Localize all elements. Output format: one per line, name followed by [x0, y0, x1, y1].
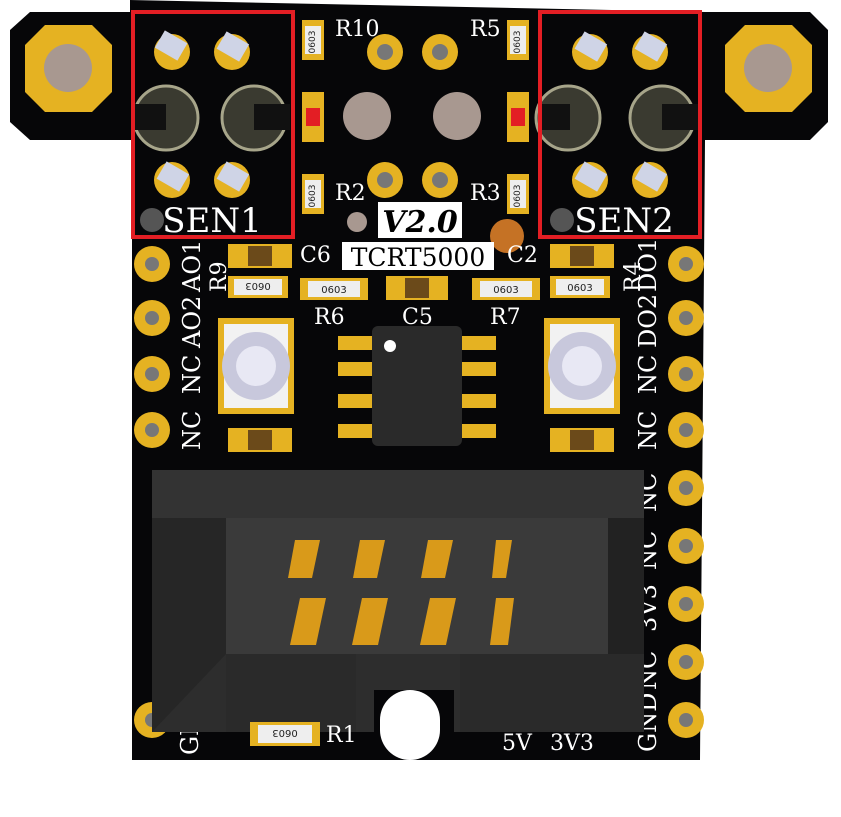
resistor-r10: 0603 R10	[302, 17, 380, 60]
sensor-sen1: SEN1	[131, 10, 295, 241]
module-label: TCRT5000	[351, 243, 486, 272]
pin-label-do2: DO2	[634, 294, 662, 348]
resistor-r3: 0603 R3	[470, 174, 529, 214]
r1-label: R1	[326, 723, 357, 748]
sensor-sen2-highlight	[538, 10, 702, 239]
r4-label: R4	[621, 261, 646, 292]
pin-label-ao1: AO1	[178, 240, 206, 293]
pin-label-nc-4: NC	[634, 411, 662, 450]
sensor-sen2-label: SEN2	[574, 201, 674, 241]
resistor-r2: 0603 R2	[302, 174, 366, 214]
r1-package: 0603	[272, 727, 297, 738]
resistor-r7: 0603 R7	[472, 278, 540, 330]
right-header-pads	[668, 246, 704, 738]
resistor-r9: 0603 R9	[207, 261, 288, 298]
r7-label: R7	[490, 305, 521, 330]
potentiometer-right	[544, 318, 620, 414]
resistor-r1: 0603 R1	[250, 722, 357, 748]
pin-label-nc-3: NC	[634, 355, 662, 394]
r7-package: 0603	[493, 285, 518, 296]
pin-label-nc-2: NC	[178, 411, 206, 450]
mounting-hole-right	[725, 25, 812, 112]
r3-package: 0603	[513, 185, 523, 208]
r10-label: R10	[335, 17, 380, 42]
sensor-sen2: SEN2	[534, 10, 702, 241]
module-box	[342, 242, 494, 270]
r5-label: R5	[470, 17, 501, 42]
sensor-sen1-highlight	[131, 10, 295, 239]
r2-label: R2	[335, 181, 366, 206]
r5-package: 0603	[513, 31, 523, 54]
led-right	[507, 92, 529, 142]
capacitor-right-lower-body	[570, 430, 594, 450]
resistor-r4: 0603 R4	[550, 261, 646, 298]
r6-label: R6	[314, 305, 345, 330]
potentiometer-left	[218, 318, 294, 414]
sensor-sen1-label: SEN1	[162, 201, 262, 241]
r9-label: R9	[207, 261, 232, 292]
capacitor-c5: C5	[386, 276, 448, 330]
ic-chip	[338, 326, 496, 446]
r9-package: 0603	[245, 280, 270, 291]
pin-label-do1: DO1	[634, 238, 662, 292]
capacitor-left-lower-body	[248, 430, 272, 450]
resistor-r5: 0603 R5	[470, 17, 529, 60]
r3-label: R3	[470, 181, 501, 206]
c5-label: C5	[402, 305, 433, 330]
capacitor-c6: C6	[228, 243, 331, 268]
center-pads	[343, 34, 524, 253]
r6-package: 0603	[321, 285, 346, 296]
power-label-3v3: 3V3	[550, 731, 594, 756]
c2-label: C2	[507, 243, 538, 268]
power-label-5v: 5V	[502, 731, 533, 756]
capacitor-c2: C2	[507, 243, 614, 268]
box-header-connector	[152, 470, 644, 760]
connector-pins	[288, 540, 514, 645]
c6-label: C6	[300, 243, 331, 268]
version-box	[378, 202, 462, 238]
pin-label-nc-1: NC	[178, 355, 206, 394]
pin-label-ao2: AO2	[178, 296, 206, 349]
mounting-hole-left	[25, 25, 112, 112]
r4-package: 0603	[567, 283, 592, 294]
resistor-r6: 0603 R6	[300, 278, 368, 330]
r2-package: 0603	[308, 185, 318, 208]
r10-package: 0603	[308, 31, 318, 54]
led-left	[302, 92, 324, 142]
version-label: V2.0	[382, 205, 458, 240]
